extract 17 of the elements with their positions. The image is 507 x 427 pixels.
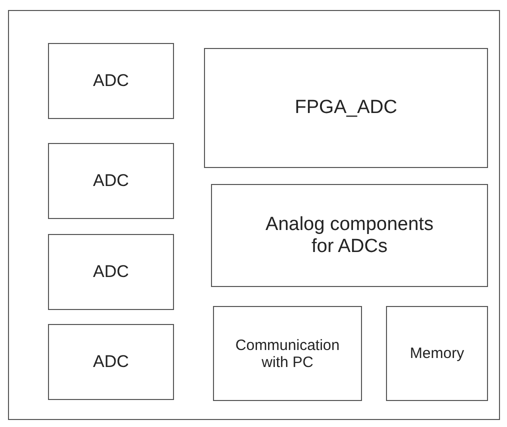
outer-frame — [8, 10, 500, 420]
block-box — [386, 306, 488, 401]
block-box — [48, 324, 174, 400]
block-label: Communication with PC — [234, 336, 341, 370]
block-label: ADC — [93, 262, 129, 282]
block-box — [204, 48, 488, 168]
block-label: Analog components for ADCs — [264, 214, 434, 258]
block-label: FPGA_ADC — [294, 97, 398, 119]
block-label: Memory — [410, 345, 464, 362]
block-box — [48, 234, 174, 310]
block-box — [213, 306, 362, 401]
block-box — [48, 43, 174, 119]
block-label: ADC — [93, 352, 129, 372]
block-box — [211, 184, 488, 287]
block-box — [48, 143, 174, 219]
block-label: ADC — [93, 171, 129, 191]
block-label: ADC — [93, 71, 129, 91]
